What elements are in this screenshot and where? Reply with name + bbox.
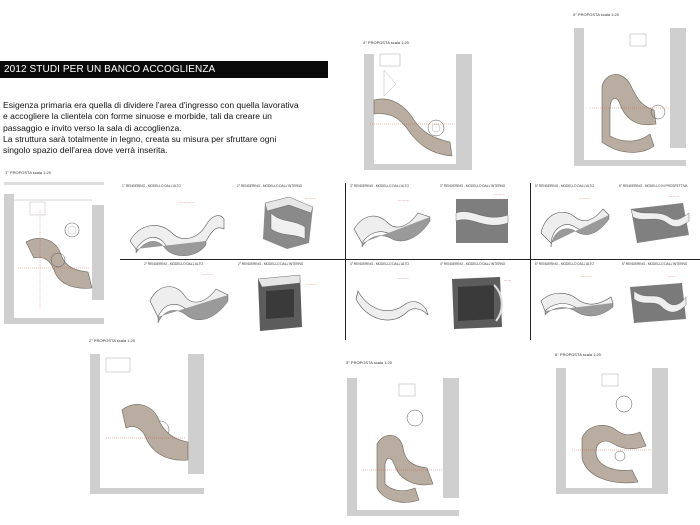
- render-cell: 4° RENDERING - MODELLO DALL'INTERNO — —: [438, 261, 528, 339]
- render-divider: [530, 183, 531, 340]
- svg-text:— — —: — — —: [305, 196, 316, 200]
- svg-text:— — —: — — —: [581, 274, 592, 278]
- page-title: 2012 STUDI PER UN BANCO ACCOGLIENZA: [0, 61, 328, 78]
- svg-text:— — —: — — —: [306, 282, 317, 286]
- render-cell: 3° RENDERING - MODELLO DALL'ALTO — — —: [348, 183, 436, 258]
- floor-plan-drawing: [347, 378, 459, 516]
- description-line: Esigenza primaria era quella di dividere…: [3, 100, 299, 110]
- render-cell: 5° RENDERING - MODELLO DALL'ALTO — — —: [533, 183, 615, 258]
- floor-plan-6: 6° PROPOSTA scala 1:20: [552, 352, 674, 497]
- floor-plan-5: 5° PROPOSTA scala 1:20: [570, 12, 692, 167]
- render-cell: 3° RENDERING - MODELLO DALL'INTERNO — — …: [438, 183, 528, 258]
- render-image: — — — —: [129, 200, 225, 256]
- svg-text:— — —: — — —: [669, 194, 680, 198]
- svg-text:— — —: — — —: [398, 198, 409, 202]
- svg-text:— — —: — — —: [398, 276, 409, 280]
- render-cell: 6° RENDERING - MODELLO DALL'ALTO — — —: [533, 261, 619, 339]
- description-line: La struttura sarà totalmente in legno, c…: [3, 133, 277, 144]
- render-image: — — —: [355, 276, 429, 321]
- floor-plan-4: 4° PROPOSTA scala 1:20: [360, 40, 475, 182]
- render-divider: [120, 259, 700, 260]
- render-image: — —: [452, 277, 511, 329]
- render-image: — — —: [540, 274, 614, 317]
- svg-text:— — — —: — — — —: [180, 200, 195, 204]
- floor-plan-3: 3° PROPOSTA scala 1:20: [343, 360, 461, 520]
- render-image: — — —: [263, 196, 316, 249]
- render-cell: 4° RENDERING - MODELLO DALL'ALTO — — —: [348, 261, 436, 339]
- description-line: e accogliere la clientela con forme sinu…: [3, 111, 272, 122]
- render-label: 2° RENDERING - MODELLO DALL'INTERNO: [237, 184, 303, 188]
- description-line: singolo spazio dell'area dove verrà inse…: [3, 145, 168, 156]
- plan-title: 2° PROPOSTA scala 1:20: [89, 338, 135, 343]
- render-label: 6° RENDERING - MODELLO IN PROSPETTIVA: [619, 184, 688, 188]
- render-image: — — —: [353, 198, 431, 248]
- render-label: 3° RENDERING - MODELLO DALL'INTERNO: [440, 184, 506, 188]
- render-image: — — —: [540, 196, 610, 248]
- render-label: 3° RENDERING - MODELLO DALL'ALTO: [350, 184, 409, 188]
- floor-plan-drawing: [4, 182, 104, 324]
- plan-title: 1° PROPOSTA scala 1:20: [5, 170, 51, 175]
- plan-title: 6° PROPOSTA scala 1:20: [555, 352, 601, 357]
- render-cell: 2° RENDERING - MODELLO DALL'ALTO — — —: [142, 261, 234, 339]
- svg-text:— —: — —: [504, 278, 511, 282]
- render-image: — —: [630, 274, 687, 323]
- render-grid: 1° RENDERING - MODELLO DALL'ALTO — — — —…: [120, 183, 700, 340]
- render-divider: [345, 183, 346, 340]
- render-image: — — —: [630, 194, 690, 243]
- floor-plan-drawing: [556, 368, 668, 494]
- floor-plan-2: 2° PROPOSTA scala 1:20: [86, 338, 208, 498]
- render-label: 2° RENDERING - MODELLO DALL'ALTO: [144, 262, 203, 266]
- plan-title: 4° PROPOSTA scala 1:20: [363, 40, 409, 45]
- render-cell: 1° RENDERING - MODELLO DALL'ALTO — — — —: [120, 183, 232, 258]
- description-text: Esigenza primaria era quella di dividere…: [3, 100, 328, 156]
- render-cell: 6° RENDERING - MODELLO DALL'INTERNO — —: [620, 261, 700, 339]
- render-image: — — —: [257, 274, 317, 331]
- svg-text:— — —: — — —: [494, 192, 505, 196]
- svg-text:— — —: — — —: [579, 196, 590, 200]
- description-line: passaggio e invito verso la sala di acco…: [3, 122, 182, 133]
- render-label: 2° RENDERING - MODELLO DALL'INTERNO: [238, 262, 304, 266]
- svg-text:— — —: — — —: [202, 272, 213, 276]
- svg-text:— —: — —: [668, 274, 675, 278]
- render-label: 1° RENDERING - MODELLO DALL'ALTO: [122, 184, 181, 188]
- plan-title: 3° PROPOSTA scala 1:20: [346, 360, 392, 365]
- plan-title: 5° PROPOSTA scala 1:20: [573, 12, 619, 17]
- render-label: 4° RENDERING - MODELLO DALL'ALTO: [350, 262, 409, 266]
- floor-plan-drawing: [90, 354, 204, 494]
- render-image: — — —: [455, 192, 509, 243]
- floor-plan-1: 1° PROPOSTA scala 1:20: [0, 170, 115, 330]
- render-image: — — —: [149, 272, 229, 324]
- render-cell: 6° RENDERING - MODELLO IN PROSPETTIVA — …: [617, 183, 700, 258]
- floor-plan-drawing: [364, 53, 472, 170]
- render-label: 5° RENDERING - MODELLO DALL'ALTO: [535, 184, 594, 188]
- render-label: 6° RENDERING - MODELLO DALL'ALTO: [535, 262, 594, 266]
- render-label: 4° RENDERING - MODELLO DALL'INTERNO: [440, 262, 506, 266]
- render-cell: 2° RENDERING - MODELLO DALL'INTERNO — — …: [235, 183, 343, 258]
- floor-plan-drawing: [574, 28, 686, 166]
- render-label: 6° RENDERING - MODELLO DALL'INTERNO: [622, 262, 688, 266]
- render-cell: 2° RENDERING - MODELLO DALL'INTERNO — — …: [236, 261, 342, 339]
